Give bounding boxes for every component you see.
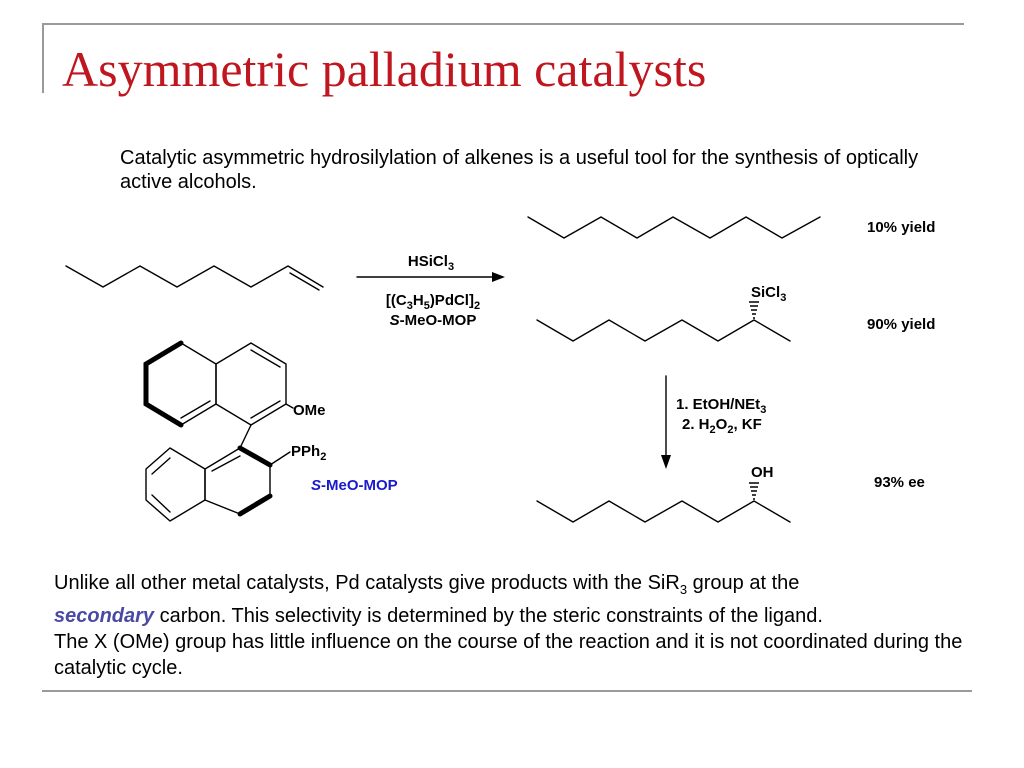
explanation-line-1: Unlike all other metal catalysts, Pd cat… — [54, 570, 994, 603]
phosphine-label: PPh2 — [291, 443, 326, 463]
oxidation-arrowhead — [661, 455, 671, 469]
emphasis-secondary: secondary — [54, 605, 155, 627]
methoxy-label: OMe — [293, 402, 326, 419]
slide-title: Asymmetric palladium catalysts — [62, 41, 707, 97]
linear-product-chain — [527, 216, 821, 239]
upper-left-ring-inner-bond — [180, 400, 211, 419]
catalyst-formula: [(C3H5)PdCl]2 — [386, 292, 480, 312]
upper-right-ring-inner-bond-2 — [250, 400, 281, 419]
intro-text: Catalytic asymmetric hydrosilylation of … — [120, 147, 919, 193]
lower-left-ring-inner-bond-2 — [151, 494, 171, 513]
alcohol-product-chain — [536, 500, 791, 523]
ligand-name-label: S-MeO-MOP — [311, 477, 398, 494]
hydroxyl-group-label: OH — [751, 464, 774, 481]
linear-product-yield: 10% yield — [867, 219, 935, 236]
methoxy-bond — [285, 403, 294, 409]
line1-tail: group at the — [687, 572, 800, 594]
line1-subscript: 3 — [679, 582, 688, 597]
alkene-double-bond — [289, 272, 320, 291]
explanation-line-3: The X (OMe) group has little influence o… — [54, 631, 963, 679]
lower-right-ring-inner-bond — [211, 455, 241, 472]
ligand-reagent-label: S-MeO-MOP — [390, 312, 477, 329]
reagent-hsicl3: HSiCl3 — [408, 253, 454, 273]
reaction-arrowhead — [492, 272, 505, 282]
branched-silane-chain — [536, 319, 791, 342]
upper-right-ring-inner-bond-1 — [250, 349, 281, 368]
explanation-line-2: secondary carbon. This selectivity is de… — [54, 603, 994, 629]
lower-left-ring-inner-bond-1 — [151, 457, 171, 475]
line2-text: carbon. This selectivity is determined b… — [154, 605, 823, 627]
lower-naphthalene-left-ring — [145, 447, 206, 522]
silane-group-label: SiCl3 — [751, 284, 786, 304]
silane-hashed-wedge — [749, 301, 759, 319]
oxidation-step-1: 1. EtOH/NEt3 — [676, 396, 766, 416]
lower-bold-front-bond-side — [237, 493, 273, 517]
oxidation-step-2: 2. H2O2, KF — [682, 416, 762, 436]
frame-top-rule — [42, 23, 964, 25]
enantiomeric-excess: 93% ee — [874, 474, 925, 491]
lower-bold-front-bond-top — [237, 445, 273, 468]
branched-product-yield: 90% yield — [867, 316, 935, 333]
frame-bottom-rule — [42, 690, 972, 692]
alcohol-hashed-wedge — [749, 482, 759, 500]
biaryl-bond — [239, 424, 252, 449]
phosphine-bond — [269, 451, 291, 466]
upper-naphthalene-right-ring — [215, 342, 287, 426]
alkene-chain — [65, 265, 324, 288]
upper-bold-front-bonds — [143, 340, 184, 428]
explanation-paragraph: Unlike all other metal catalysts, Pd cat… — [54, 570, 994, 681]
line1-text: Unlike all other metal catalysts, Pd cat… — [54, 572, 680, 594]
frame-left-rule — [42, 23, 44, 93]
